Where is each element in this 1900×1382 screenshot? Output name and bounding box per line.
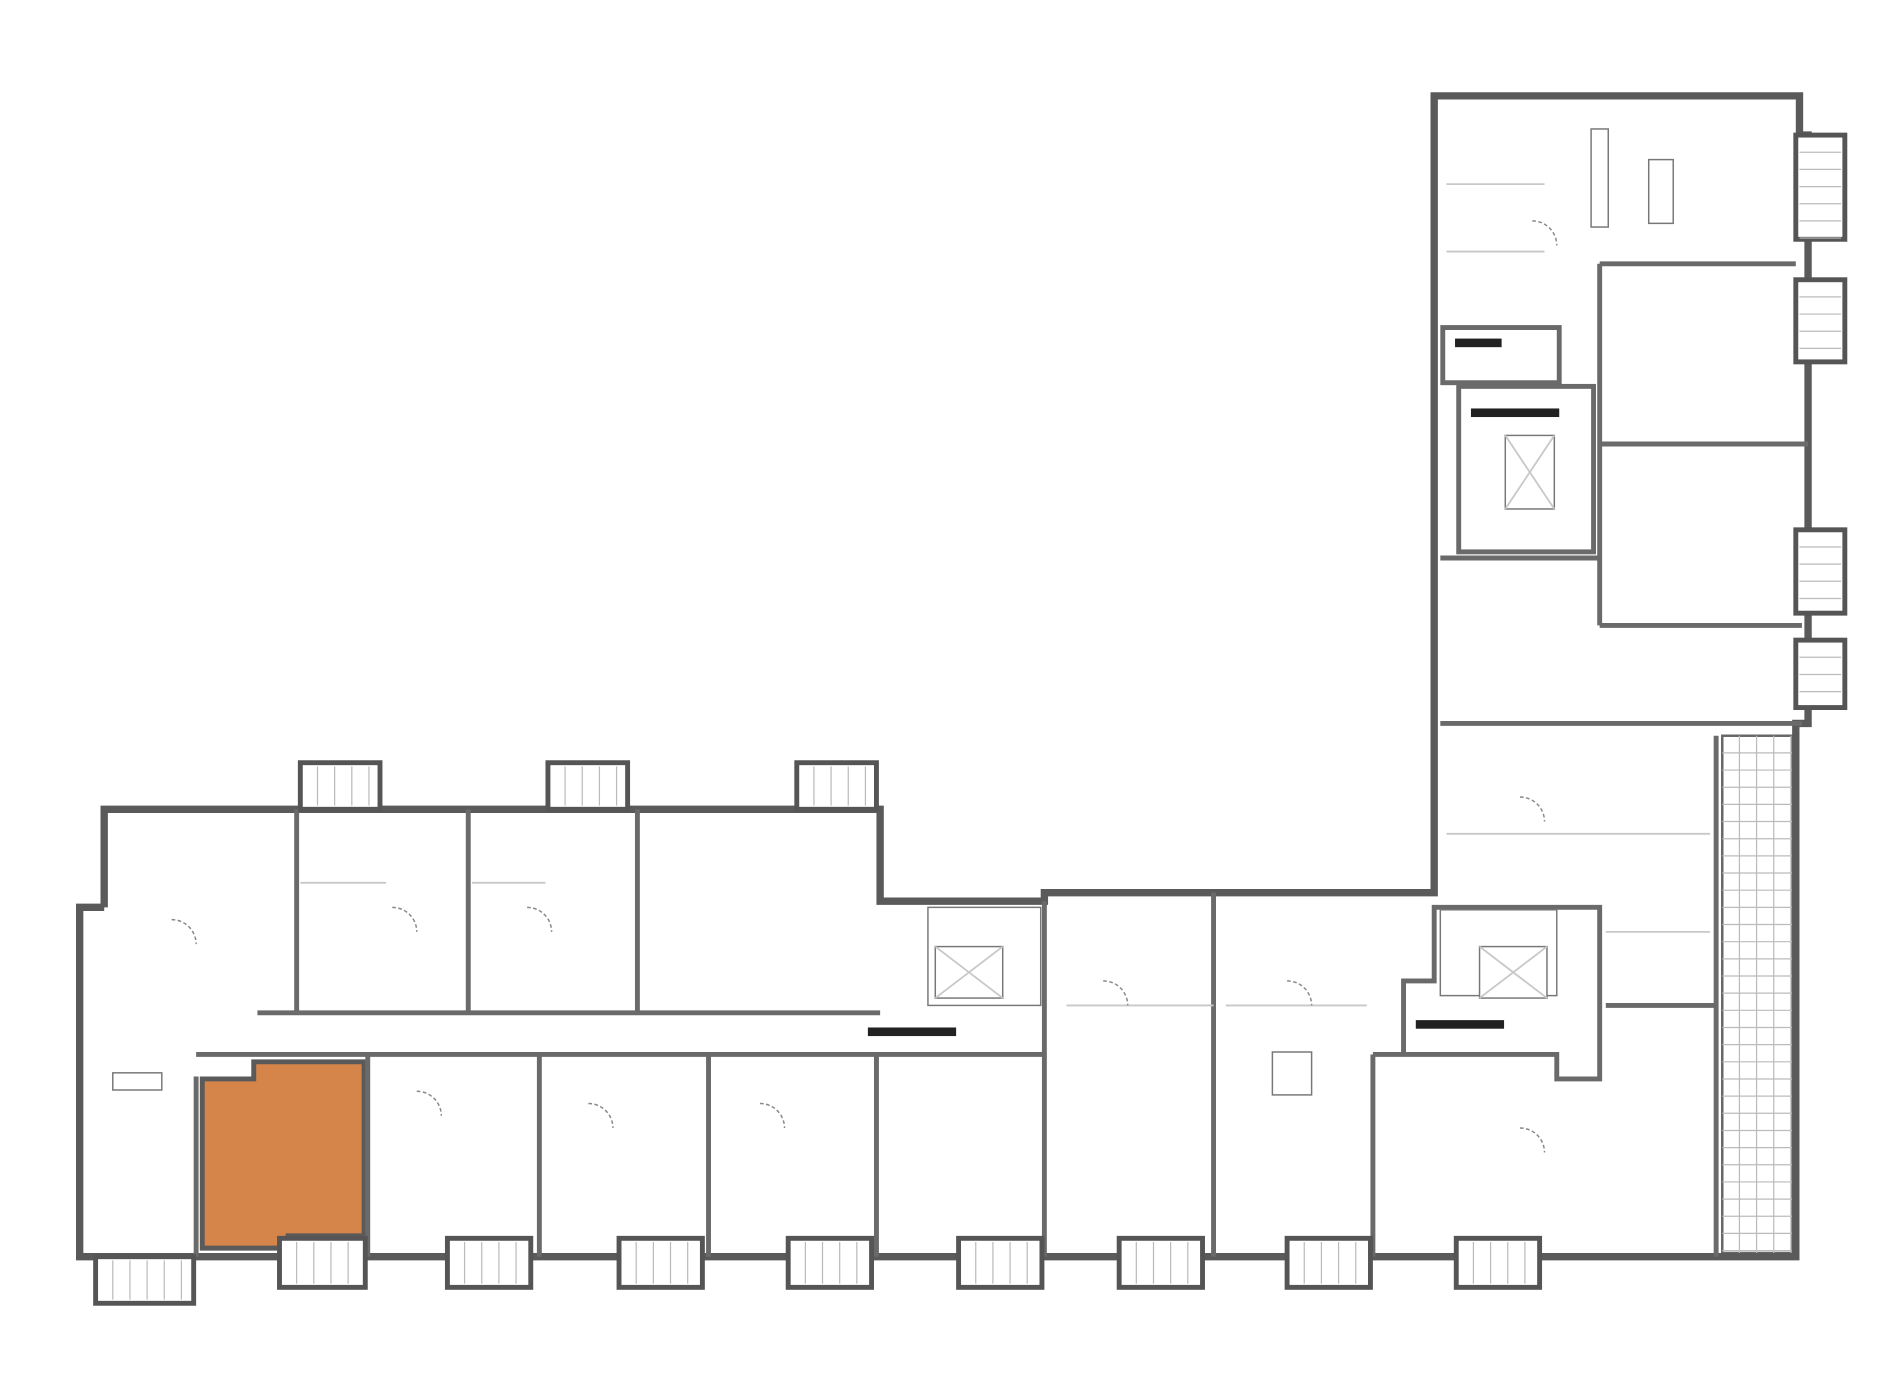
balcony	[1453, 1235, 1543, 1290]
terrace	[1721, 734, 1794, 1255]
balcony	[93, 1254, 197, 1306]
balcony	[794, 760, 879, 812]
balcony	[444, 1235, 534, 1290]
balcony	[545, 760, 631, 812]
selected-apartment[interactable]	[199, 1059, 367, 1251]
balcony	[277, 1235, 368, 1290]
interior-walls	[193, 261, 1809, 1257]
balcony	[1793, 637, 1848, 710]
balcony	[1793, 527, 1848, 616]
balconies	[93, 132, 1848, 1306]
balcony	[1793, 132, 1848, 242]
balcony	[956, 1235, 1045, 1290]
balcony	[1284, 1235, 1373, 1290]
balcony	[785, 1235, 874, 1290]
balcony	[616, 1235, 705, 1290]
stair-cores	[867, 338, 1560, 1037]
balcony	[1116, 1235, 1205, 1290]
balcony	[1793, 277, 1848, 365]
exterior-walls	[76, 92, 1812, 1261]
fixtures	[112, 128, 1710, 1153]
balcony	[297, 760, 383, 812]
